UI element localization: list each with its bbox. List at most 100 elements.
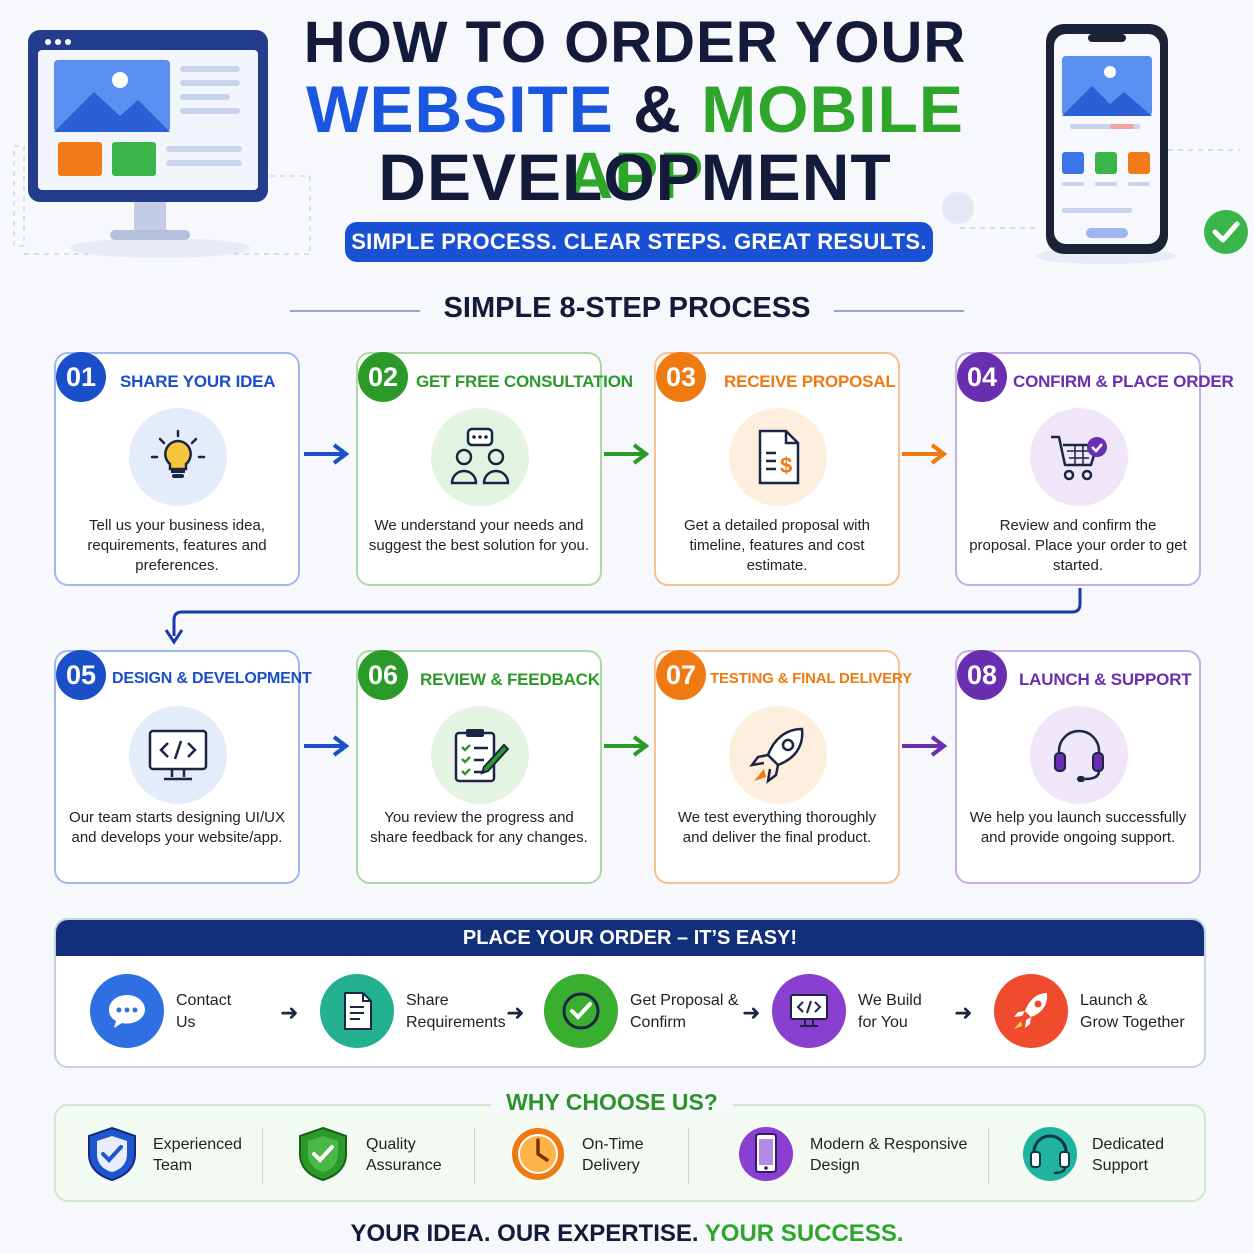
- step-card-03: 03 RECEIVE PROPOSAL $ Get a detailed pro…: [654, 352, 900, 586]
- footer-slogan: YOUR IDEA. OUR EXPERTISE. YOUR SUCCESS.: [0, 1220, 1254, 1248]
- place-order-panel: PLACE YOUR ORDER – IT’S EASY! Contact Us…: [54, 918, 1206, 1068]
- arrow-right-icon: [604, 443, 650, 465]
- title-ampersand: &: [613, 72, 702, 146]
- order-step-icon: [320, 974, 394, 1048]
- step-number-badge: 03: [656, 352, 706, 402]
- step-description: Get a detailed proposal with timeline, f…: [684, 517, 870, 574]
- step-number-badge: 05: [56, 650, 106, 700]
- title-mobile-app: MOBILE APP: [565, 72, 964, 212]
- why-item-quality: Quality Assurance: [296, 1124, 466, 1184]
- step-icon-circle: [129, 408, 227, 506]
- cart-check-icon: [1051, 435, 1107, 481]
- order-step-icon: [544, 974, 618, 1048]
- page-title-line-1: HOW TO ORDER YOUR: [303, 10, 967, 75]
- step-icon-circle: [1030, 706, 1128, 804]
- divider: [688, 1128, 689, 1184]
- step-title: GET FREE CONSULTATION: [416, 372, 633, 391]
- step-title: TESTING & FINAL DELIVERY: [710, 670, 912, 687]
- why-item-label: Dedicated Support: [1092, 1136, 1165, 1174]
- chat-bubble-icon: [109, 995, 145, 1028]
- order-step-label: We Build for You: [858, 992, 922, 1031]
- step-number-badge: 06: [358, 650, 408, 700]
- step-title: SHARE YOUR IDEA: [120, 372, 276, 391]
- divider: [988, 1128, 989, 1184]
- svg-text:$: $: [780, 453, 792, 478]
- page-title-line-3: DEVELOPMENT: [378, 140, 892, 214]
- step-description: We understand your needs and suggest the…: [368, 517, 590, 554]
- check-circle-icon: [562, 992, 600, 1030]
- clipboard-checklist-icon: [454, 729, 510, 783]
- order-step-label: Share Requirements: [406, 992, 506, 1031]
- tagline-banner: SIMPLE PROCESS. CLEAR STEPS. GREAT RESUL…: [345, 222, 933, 262]
- document-icon: [344, 992, 372, 1030]
- step-number-badge: 07: [656, 650, 706, 700]
- step-icon-circle: [729, 706, 827, 804]
- footer-slogan-part-2: YOUR SUCCESS.: [698, 1220, 904, 1247]
- step-icon-circle: $: [729, 408, 827, 506]
- step-card-01: 01 SHARE YOUR IDEA Tell us your business…: [54, 352, 300, 586]
- shield-check-icon: [88, 1126, 136, 1182]
- why-item-support: Dedicated Support: [1022, 1124, 1192, 1184]
- order-step-share: Share Requirements: [320, 972, 520, 1052]
- phone-icon: [739, 1127, 793, 1181]
- step-icon-circle: [1030, 408, 1128, 506]
- order-step-build: We Build for You: [772, 972, 952, 1052]
- step-number-badge: 01: [56, 352, 106, 402]
- arrow-right-icon: [902, 443, 948, 465]
- divider-line: [834, 310, 964, 312]
- step-description: You review the progress and share feedba…: [370, 809, 588, 846]
- row-connector-arrow: [164, 588, 1082, 645]
- order-step-launch: Launch & Grow Together: [994, 972, 1204, 1052]
- why-choose-us-panel: [54, 1104, 1206, 1202]
- step-card-07: 07 TESTING & FINAL DELIVERY We test ever…: [654, 650, 912, 884]
- arrow-right-icon: ➜: [280, 1000, 299, 1025]
- step-number-badge: 04: [957, 352, 1007, 402]
- headset-icon: [1054, 729, 1104, 782]
- arrow-right-icon: [304, 735, 350, 757]
- rocket-icon: [1014, 993, 1048, 1029]
- step-description: Tell us your business idea, requirements…: [87, 517, 267, 574]
- desktop-illustration: [13, 30, 311, 258]
- footer-slogan-part-1: YOUR IDEA. OUR EXPERTISE.: [350, 1220, 699, 1247]
- divider: [474, 1128, 475, 1184]
- monitor-code-icon: [790, 994, 828, 1027]
- arrow-right-icon: ➜: [742, 1000, 761, 1025]
- step-number-badge: 02: [358, 352, 408, 402]
- order-step-label: Launch & Grow Together: [1080, 992, 1185, 1031]
- headset-icon: [1023, 1127, 1077, 1181]
- step-number-badge: 08: [957, 650, 1007, 700]
- step-icon-circle: [431, 408, 529, 506]
- step-description: Our team starts designing UI/UX and deve…: [69, 809, 285, 846]
- order-step-icon: [994, 974, 1068, 1048]
- step-title: REVIEW & FEEDBACK: [420, 670, 600, 689]
- order-step-icon: [90, 974, 164, 1048]
- proposal-document-icon: $: [758, 429, 800, 485]
- rocket-icon: [749, 727, 804, 784]
- page-title-line-2: WEBSITE & MOBILE APP: [250, 76, 1020, 208]
- step-description: Review and confirm the proposal. Place y…: [969, 517, 1187, 574]
- why-item-label: Experienced Team: [153, 1136, 242, 1174]
- why-item-label: Quality Assurance: [366, 1136, 442, 1174]
- step-card-05: 05 DESIGN & DEVELOPMENT Our team starts …: [54, 650, 312, 884]
- step-card-08: 08 LAUNCH & SUPPORT We help you launch s…: [955, 650, 1201, 884]
- step-card-06: 06 REVIEW & FEEDBACK You review the prog…: [356, 650, 602, 884]
- order-step-contact: Contact Us: [90, 972, 280, 1052]
- arrow-right-icon: ➜: [954, 1000, 973, 1025]
- title-website: WEBSITE: [306, 72, 614, 146]
- step-title: CONFIRM & PLACE ORDER: [1013, 372, 1234, 391]
- monitor-code-icon: [148, 729, 208, 781]
- process-title: SIMPLE 8-STEP PROCESS: [443, 292, 811, 324]
- why-item-experienced: Experienced Team: [85, 1124, 255, 1184]
- step-icon-circle: [129, 706, 227, 804]
- consultation-icon: [450, 427, 510, 485]
- why-item-label: On-Time Delivery: [582, 1136, 644, 1174]
- step-icon-circle: [431, 706, 529, 804]
- divider: [262, 1128, 263, 1184]
- lightbulb-icon: [150, 429, 206, 478]
- arrow-right-icon: [902, 735, 948, 757]
- order-step-icon: [772, 974, 846, 1048]
- step-title: LAUNCH & SUPPORT: [1019, 670, 1192, 689]
- step-title: RECEIVE PROPOSAL: [724, 372, 896, 391]
- order-step-proposal: Get Proposal & Confirm: [544, 972, 744, 1052]
- step-title: DESIGN & DEVELOPMENT: [112, 670, 312, 687]
